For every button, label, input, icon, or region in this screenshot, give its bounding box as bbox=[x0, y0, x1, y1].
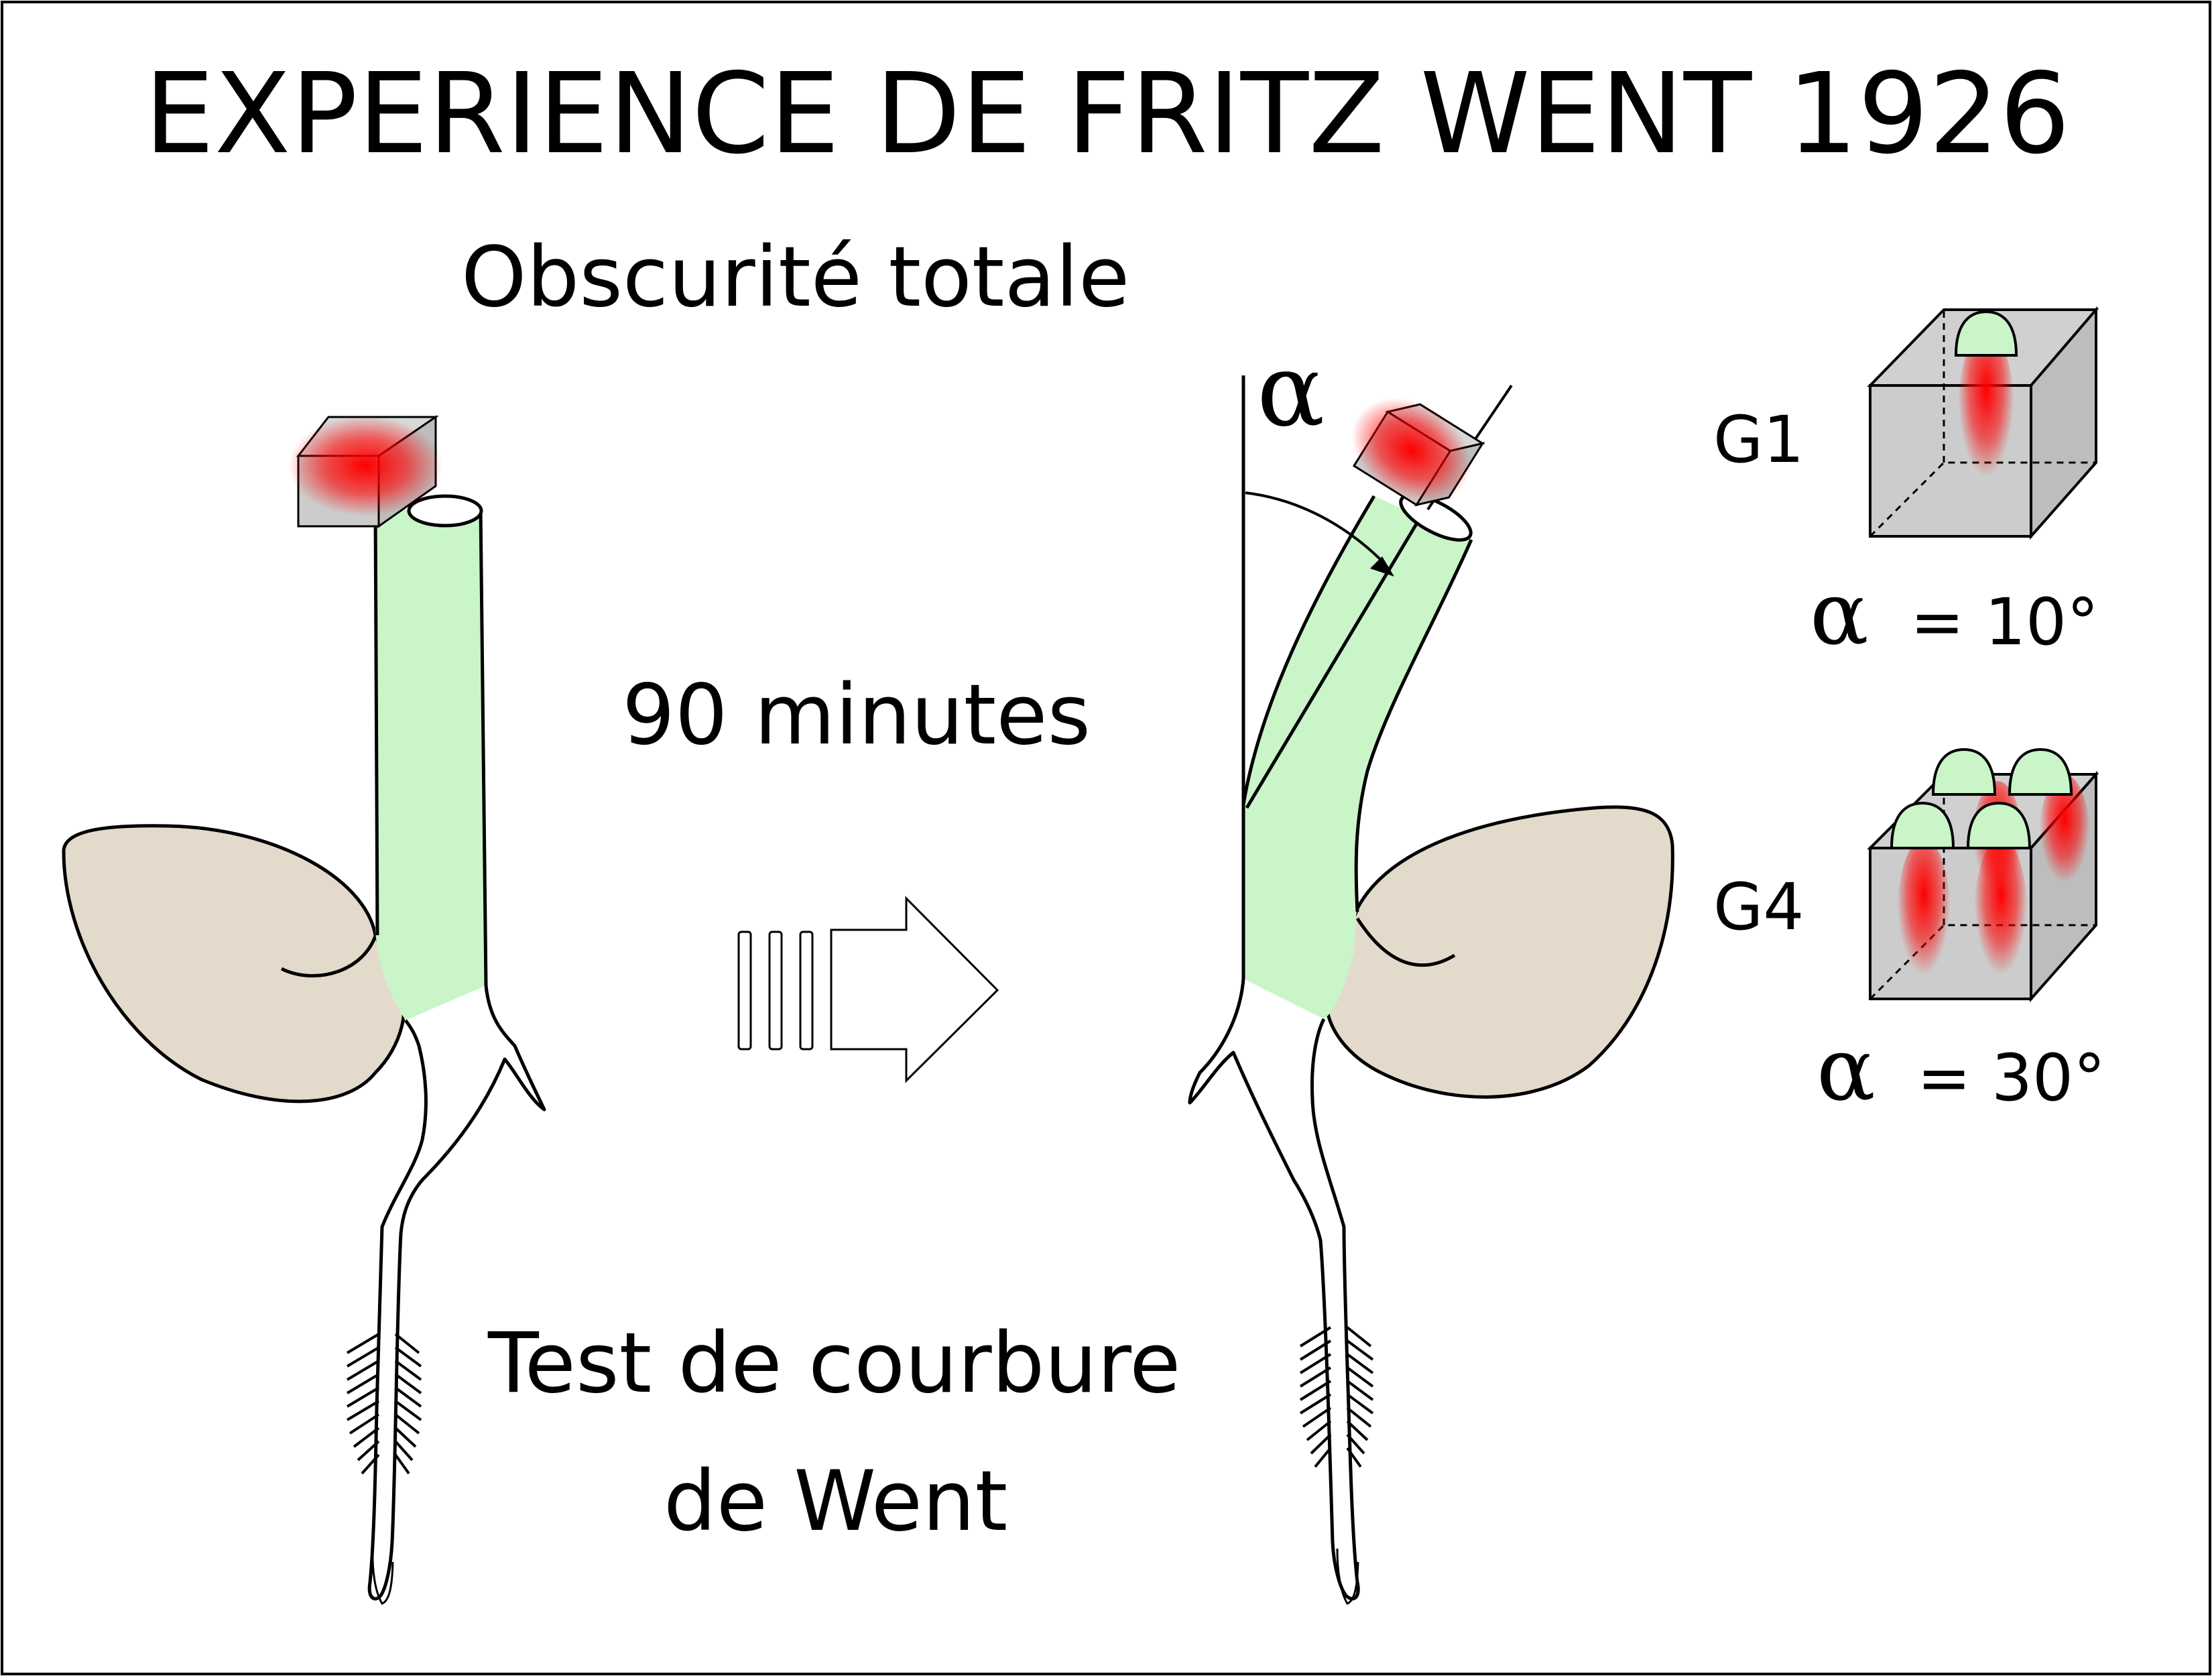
right-seedling bbox=[1188, 375, 1674, 1605]
diagram-title: EXPERIENCE DE FRITZ WENT 1926 bbox=[144, 50, 2071, 179]
g1-auxin-streak bbox=[1958, 328, 2014, 503]
g4-label: G4 bbox=[1713, 870, 1804, 945]
test-label-line2: de Went bbox=[664, 1453, 1008, 1550]
darkness-label: Obscurité totale bbox=[461, 229, 1130, 326]
left-coleoptile-edge-right bbox=[479, 509, 488, 986]
left-coleoptile bbox=[375, 510, 486, 1023]
left-auxin-spot bbox=[288, 416, 442, 516]
right-coleoptile-cut-top bbox=[1399, 493, 1473, 542]
angle-arc bbox=[1245, 491, 1386, 564]
g1-alpha-symbol: α bbox=[1810, 562, 1869, 664]
right-root bbox=[1188, 978, 1360, 1601]
left-root bbox=[367, 985, 546, 1601]
g1-label: G1 bbox=[1713, 402, 1804, 477]
g1-alpha-value: = 10° bbox=[1910, 585, 2099, 660]
left-seedling bbox=[62, 415, 546, 1605]
transition-arrow bbox=[737, 896, 999, 1083]
test-label-line1: Test de courbure bbox=[488, 1315, 1181, 1412]
left-coleoptile-edge bbox=[373, 509, 379, 936]
g1-agar-block bbox=[1867, 306, 2099, 540]
angle-arc-arrowhead bbox=[1370, 556, 1394, 577]
g4-alpha-symbol: α bbox=[1817, 1018, 1876, 1120]
g4-coleoptile-tip-1 bbox=[1931, 747, 1997, 796]
g1-coleoptile-tip bbox=[1954, 310, 2018, 357]
right-seed bbox=[1325, 805, 1674, 1099]
duration-label: 90 minutes bbox=[622, 667, 1091, 764]
angle-alpha-symbol: α bbox=[1257, 333, 1325, 449]
left-agar-block bbox=[288, 415, 442, 528]
g4-coleoptile-tip-2 bbox=[2008, 747, 2073, 796]
right-root-hairs bbox=[1299, 1326, 1374, 1468]
left-coleoptile-cut-top bbox=[407, 494, 483, 528]
right-coleoptile bbox=[1243, 496, 1471, 1024]
left-root-hairs bbox=[346, 1333, 422, 1475]
g4-coleoptile-tip-3 bbox=[1890, 801, 1955, 849]
left-seed-embryo-curve bbox=[280, 931, 379, 978]
right-agar-block bbox=[1351, 398, 1485, 507]
g4-alpha-value: = 30° bbox=[1917, 1040, 2106, 1116]
g4-coleoptile-tip-4 bbox=[1966, 801, 2032, 849]
left-seed bbox=[62, 824, 406, 1103]
g4-agar-block bbox=[1867, 747, 2099, 1003]
